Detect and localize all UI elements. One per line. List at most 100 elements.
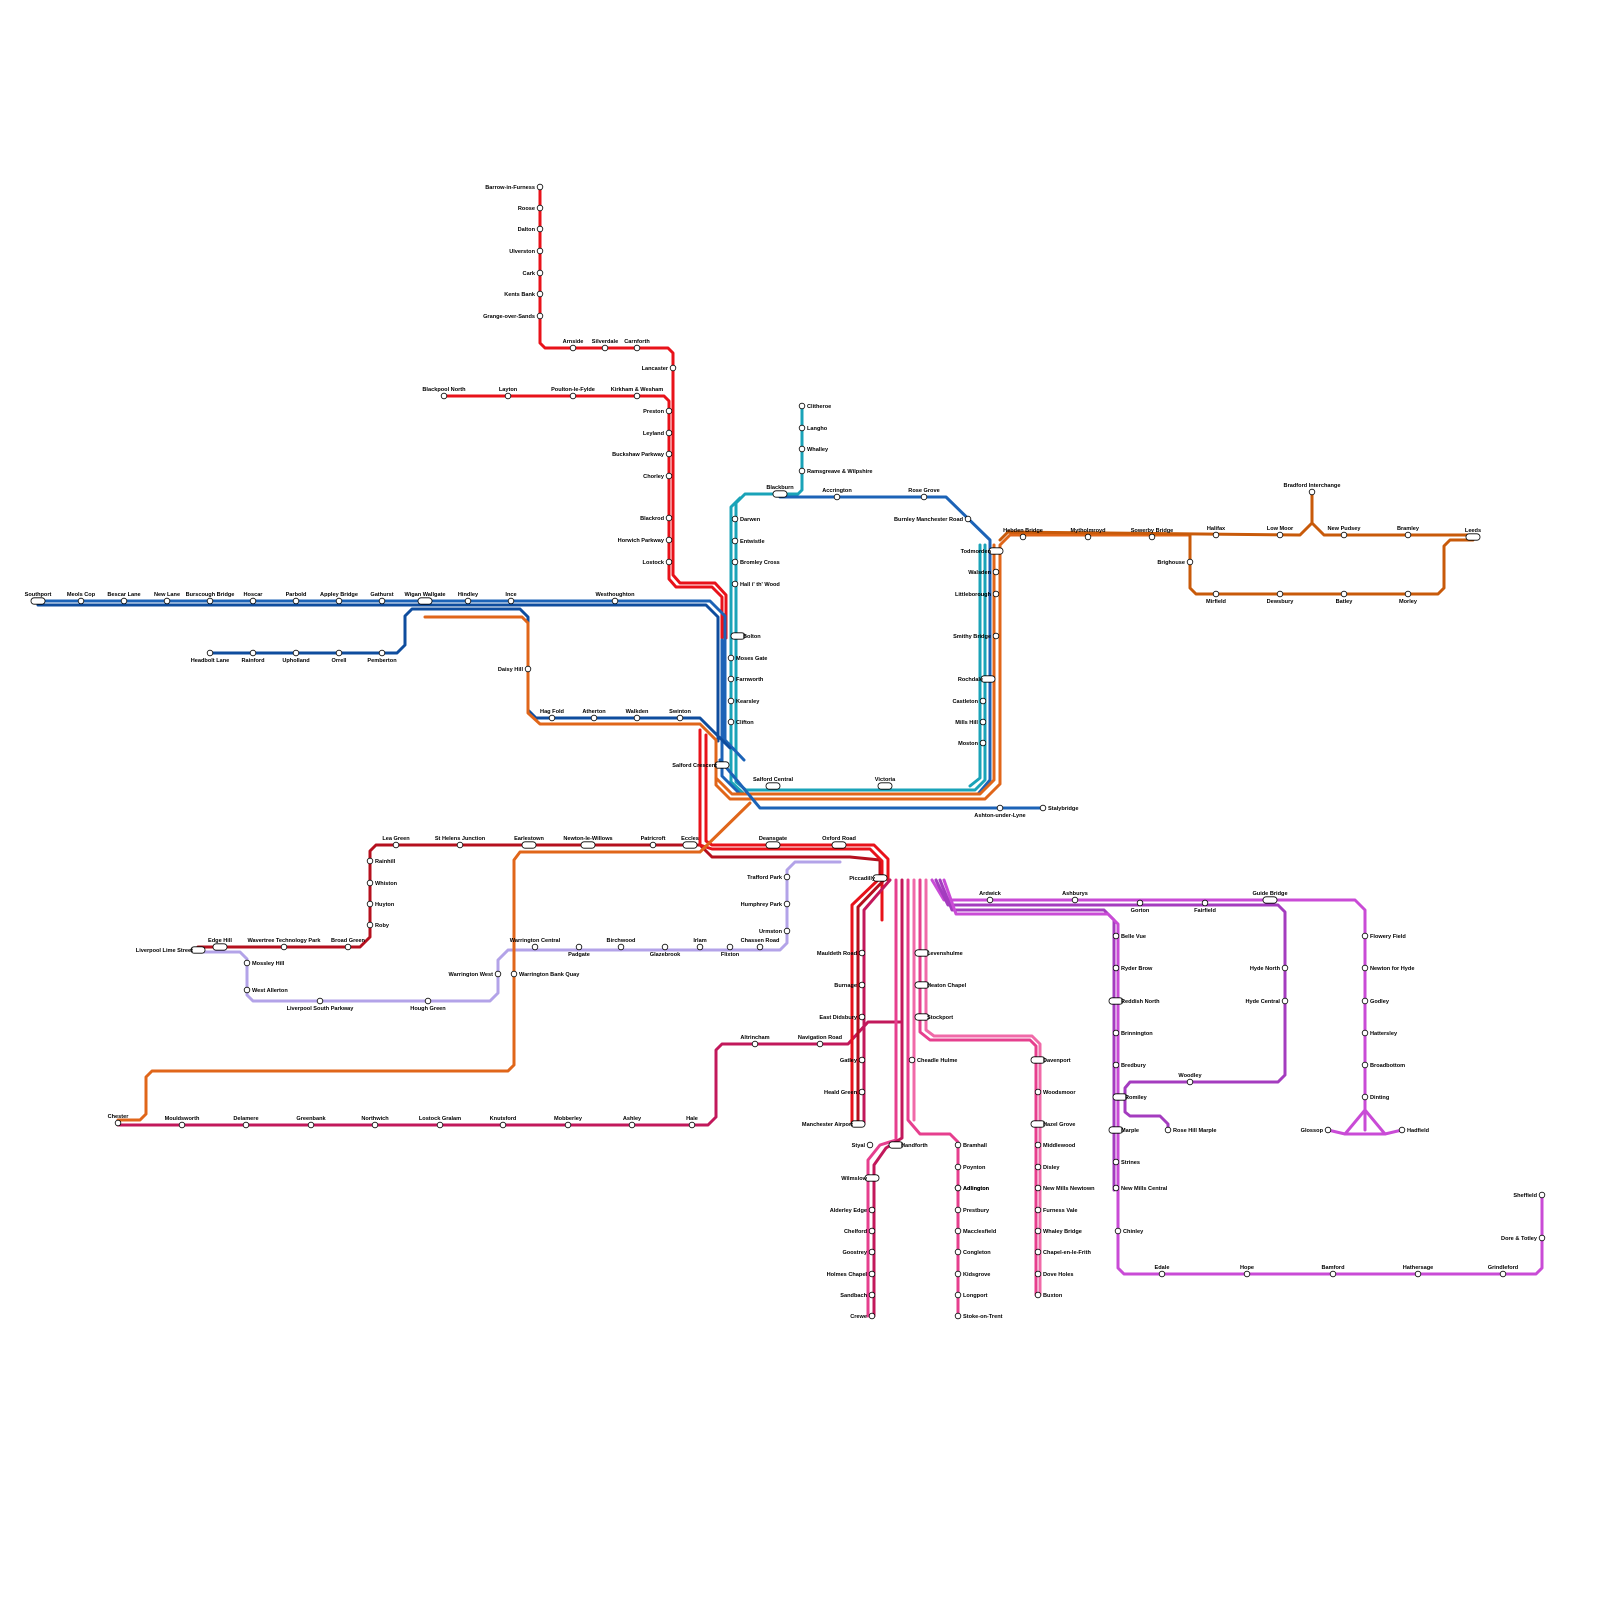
station-marker-northwich[interactable] <box>371 1121 379 1129</box>
station-marker-chester[interactable] <box>114 1119 122 1127</box>
station-marker-layton[interactable] <box>504 392 512 400</box>
station-marker-new-lane[interactable] <box>163 597 171 605</box>
station-marker-hadfield[interactable] <box>1398 1126 1406 1134</box>
station-marker-leyland[interactable] <box>665 429 673 437</box>
station-marker-mills-hill[interactable] <box>979 718 987 726</box>
station-marker-furness-vale[interactable] <box>1034 1206 1042 1214</box>
station-marker-ramsgreave-and-wilpshire[interactable] <box>798 467 806 475</box>
station-marker-romiley[interactable] <box>1112 1093 1128 1101</box>
station-marker-whiston[interactable] <box>366 879 374 887</box>
station-marker-stoke-on-trent[interactable] <box>954 1312 962 1320</box>
station-marker-low-moor[interactable] <box>1276 531 1284 539</box>
station-marker-hag-fold[interactable] <box>548 714 556 722</box>
station-marker-accrington[interactable] <box>833 493 841 501</box>
station-marker-whaley-bridge[interactable] <box>1034 1227 1042 1235</box>
station-marker-swinton[interactable] <box>676 714 684 722</box>
station-marker-flixton[interactable] <box>726 943 734 951</box>
station-marker-rainhill[interactable] <box>366 857 374 865</box>
station-marker-chinley[interactable] <box>1114 1227 1122 1235</box>
station-marker-dore-and-totley[interactable] <box>1538 1234 1546 1242</box>
station-marker-daisy-hill[interactable] <box>524 665 532 673</box>
station-marker-ashley[interactable] <box>628 1121 636 1129</box>
station-marker-brinnington[interactable] <box>1112 1029 1120 1037</box>
station-marker-hyde-central[interactable] <box>1281 997 1289 1005</box>
station-marker-marple[interactable] <box>1108 1126 1124 1134</box>
station-marker-hope[interactable] <box>1243 1270 1251 1278</box>
station-marker-buxton[interactable] <box>1034 1291 1042 1299</box>
station-marker-greenbank[interactable] <box>307 1121 315 1129</box>
station-marker-lostock[interactable] <box>665 558 673 566</box>
station-marker-chelford[interactable] <box>868 1227 876 1235</box>
station-marker-preston[interactable] <box>665 407 673 415</box>
station-marker-gatley[interactable] <box>858 1056 866 1064</box>
station-marker-littleborough[interactable] <box>992 590 1000 598</box>
station-marker-hazel-grove[interactable] <box>1030 1120 1046 1128</box>
station-marker-holmes-chapel[interactable] <box>868 1270 876 1278</box>
station-marker-dalton[interactable] <box>536 225 544 233</box>
station-marker-bromley-cross[interactable] <box>731 558 739 566</box>
station-marker-dewsbury[interactable] <box>1276 590 1284 598</box>
station-marker-appley-bridge[interactable] <box>335 597 343 605</box>
station-marker-disley[interactable] <box>1034 1163 1042 1171</box>
station-marker-rose-grove[interactable] <box>920 493 928 501</box>
station-marker-fairfield[interactable] <box>1201 899 1209 907</box>
station-marker-broad-green[interactable] <box>344 943 352 951</box>
station-marker-rainford[interactable] <box>249 649 257 657</box>
station-marker-hyde-north[interactable] <box>1281 964 1289 972</box>
station-marker-levenshulme[interactable] <box>914 949 930 957</box>
station-marker-sandbach[interactable] <box>868 1291 876 1299</box>
station-marker-walkden[interactable] <box>633 714 641 722</box>
station-marker-ardwick[interactable] <box>986 896 994 904</box>
station-marker-congleton[interactable] <box>954 1248 962 1256</box>
station-marker-grange-over-sands[interactable] <box>536 312 544 320</box>
station-marker-edge-hill[interactable] <box>212 943 228 951</box>
station-marker-horwich-parkway[interactable] <box>665 536 673 544</box>
station-marker-clitheroe[interactable] <box>798 402 806 410</box>
station-marker-smithy-bridge[interactable] <box>992 632 1000 640</box>
station-marker-bramhall[interactable] <box>954 1141 962 1149</box>
station-marker-deansgate[interactable] <box>765 841 781 849</box>
station-marker-warrington-west[interactable] <box>494 970 502 978</box>
station-marker-todmorden[interactable] <box>988 547 1004 555</box>
station-marker-eccles[interactable] <box>682 841 698 849</box>
station-marker-burnley-manchester-road[interactable] <box>964 515 972 523</box>
station-marker-poynton[interactable] <box>954 1163 962 1171</box>
station-marker-styal[interactable] <box>866 1141 874 1149</box>
station-marker-batley[interactable] <box>1340 590 1348 598</box>
station-marker-davenport[interactable] <box>1030 1056 1046 1064</box>
station-marker-hindley[interactable] <box>464 597 472 605</box>
station-marker-lostock-gralam[interactable] <box>436 1121 444 1129</box>
station-marker-farnworth[interactable] <box>727 675 735 683</box>
station-marker-roby[interactable] <box>366 921 374 929</box>
station-marker-hathersage[interactable] <box>1414 1270 1422 1278</box>
station-marker-mobberley[interactable] <box>564 1121 572 1129</box>
station-marker-st-helens-junction[interactable] <box>456 841 464 849</box>
station-marker-crewe[interactable] <box>868 1312 876 1320</box>
station-marker-buckshaw-parkway[interactable] <box>665 450 673 458</box>
station-marker-westhoughton[interactable] <box>611 597 619 605</box>
station-marker-heaton-chapel[interactable] <box>914 981 930 989</box>
station-marker-new-mills-central[interactable] <box>1112 1184 1120 1192</box>
station-marker-strines[interactable] <box>1112 1158 1120 1166</box>
station-marker-moses-gate[interactable] <box>727 654 735 662</box>
station-marker-barrow-in-furness[interactable] <box>536 183 544 191</box>
station-marker-new-pudsey[interactable] <box>1340 531 1348 539</box>
station-marker-hall-i-th-wood[interactable] <box>731 580 739 588</box>
station-marker-arnside[interactable] <box>569 344 577 352</box>
station-marker-bolton[interactable] <box>730 632 746 640</box>
station-marker-wavertree-technology-park[interactable] <box>280 943 288 951</box>
station-marker-blackrod[interactable] <box>665 514 673 522</box>
station-marker-poulton-le-fylde[interactable] <box>569 392 577 400</box>
station-marker-cheadle-hulme[interactable] <box>908 1056 916 1064</box>
station-marker-lea-green[interactable] <box>392 841 400 849</box>
station-marker-delamere[interactable] <box>242 1121 250 1129</box>
station-marker-rochdale[interactable] <box>980 675 996 683</box>
station-marker-hattersley[interactable] <box>1361 1029 1369 1037</box>
station-marker-lancaster[interactable] <box>669 364 677 372</box>
station-marker-ince[interactable] <box>507 597 515 605</box>
station-marker-walsden[interactable] <box>992 568 1000 576</box>
station-marker-huyton[interactable] <box>366 900 374 908</box>
station-marker-glazebrook[interactable] <box>661 943 669 951</box>
station-marker-morley[interactable] <box>1404 590 1412 598</box>
station-marker-birchwood[interactable] <box>617 943 625 951</box>
